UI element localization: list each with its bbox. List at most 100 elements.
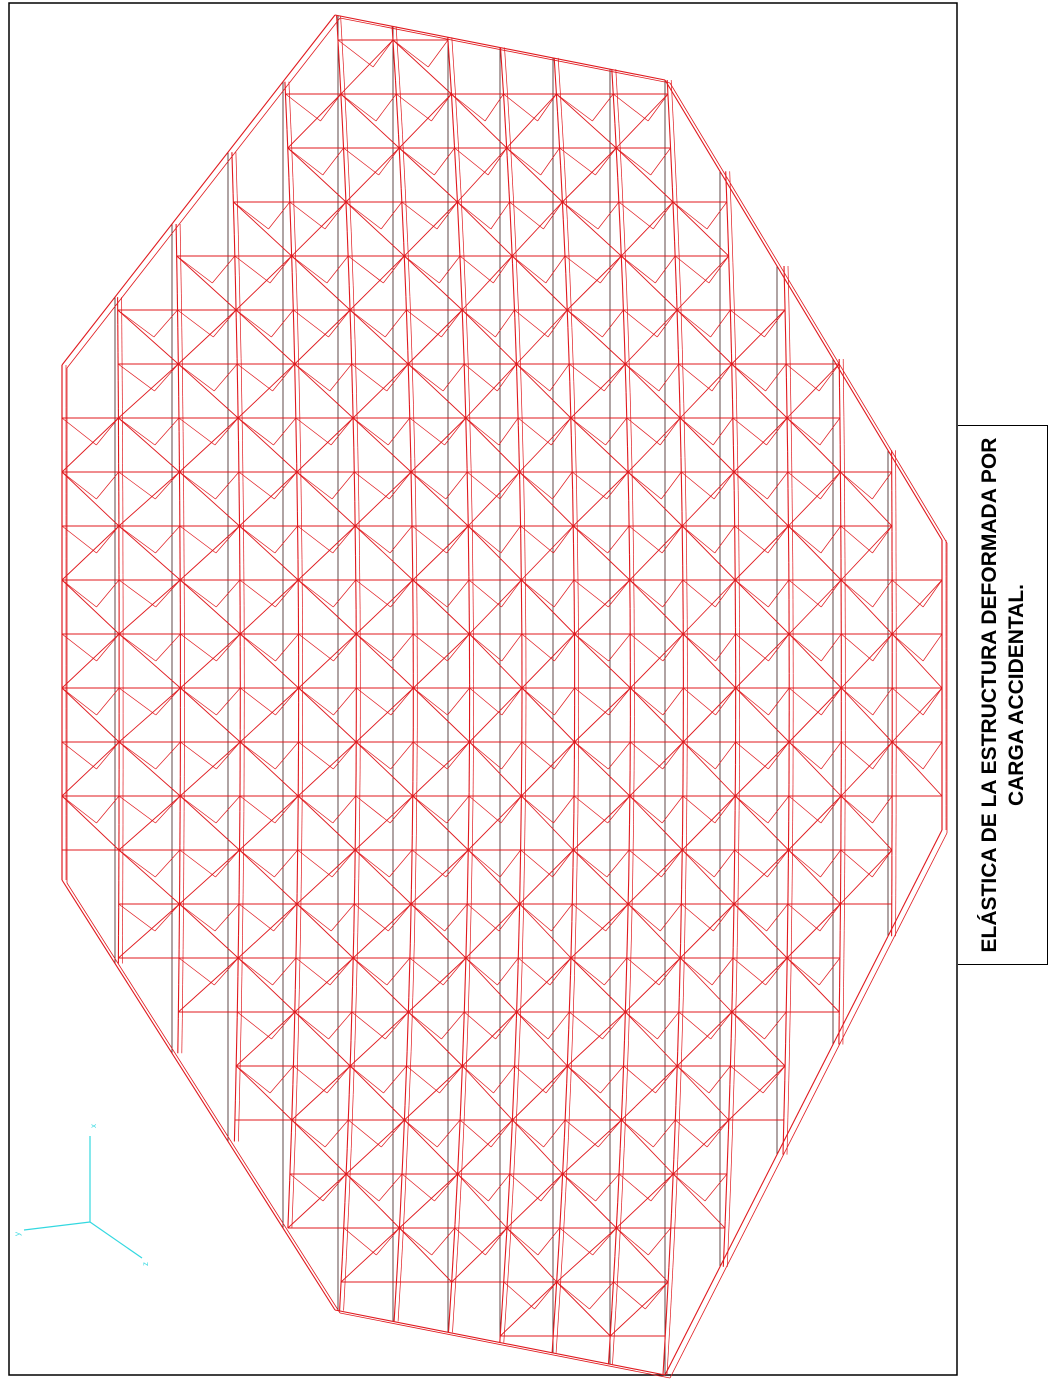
caption-line-1: ELÁSTICA DE LA ESTRUCTURA DEFORMADA POR — [978, 437, 1001, 953]
truss-diagonal — [499, 1281, 558, 1337]
truss-web — [767, 471, 789, 500]
truss-web — [237, 417, 274, 446]
deformed-chord-offset — [524, 802, 526, 857]
truss-web — [547, 1011, 570, 1040]
deformed-chord — [233, 234, 236, 276]
truss-diagonal — [891, 741, 943, 797]
truss-diagonal — [407, 363, 467, 419]
truss-web — [554, 633, 575, 662]
truss-diagonal — [61, 417, 119, 473]
deformed-chord — [625, 392, 629, 447]
truss-web — [355, 633, 392, 662]
truss-diagonal — [410, 849, 469, 905]
truss-diagonal — [239, 525, 299, 581]
truss-web — [348, 1119, 382, 1148]
deformed-chord-offset — [463, 253, 467, 308]
truss-web — [891, 687, 924, 716]
deformed-chord-offset — [415, 781, 418, 836]
truss-diagonal — [179, 579, 241, 635]
deformed-chord-offset — [298, 941, 301, 990]
deformed-chord — [287, 1180, 291, 1229]
deformed-chord-offset — [732, 1084, 735, 1130]
deformed-chord — [726, 1129, 730, 1176]
truss-web — [298, 687, 334, 716]
deformed-chord — [463, 954, 467, 1009]
truss-web — [841, 687, 874, 716]
deformed-chord — [408, 943, 411, 998]
truss-web — [820, 579, 842, 608]
truss-web — [61, 579, 97, 608]
outline-edge-inner — [339, 17, 671, 84]
deformed-chord-offset — [789, 969, 792, 1007]
truss-web — [214, 957, 239, 986]
truss-web — [521, 687, 555, 716]
truss-web — [788, 741, 822, 770]
deformed-chord-offset — [454, 91, 459, 146]
truss-web — [662, 741, 684, 770]
truss-web — [155, 849, 181, 878]
truss-web — [735, 633, 769, 662]
deformed-chord — [665, 1267, 670, 1322]
truss-web — [840, 849, 873, 878]
truss-diagonal — [297, 795, 356, 851]
truss-web — [399, 1227, 432, 1256]
truss-diagonal — [412, 579, 470, 635]
deformed-chord — [569, 381, 572, 436]
truss-web — [213, 363, 238, 392]
deformed-chord-offset — [412, 943, 415, 998]
deformed-chord-offset — [737, 445, 739, 491]
truss-web — [293, 309, 329, 338]
deformed-chord — [467, 792, 470, 847]
truss-diagonal — [233, 201, 293, 257]
truss-diagonal — [679, 957, 733, 1013]
truss-web — [713, 849, 735, 878]
truss-web — [61, 741, 97, 770]
truss-web — [650, 1173, 674, 1202]
truss-web — [269, 255, 292, 284]
truss-web — [404, 255, 440, 284]
deformed-chord-offset — [413, 889, 416, 944]
deformed-chord — [681, 835, 684, 890]
truss-web — [682, 633, 716, 662]
deformed-chord-offset — [628, 338, 631, 393]
truss-web — [179, 579, 217, 608]
deformed-chord — [563, 1083, 568, 1138]
truss-web — [436, 1119, 461, 1148]
deformed-chord — [511, 263, 516, 318]
truss-web — [788, 687, 822, 716]
truss-web — [461, 309, 496, 338]
truss-diagonal — [352, 903, 412, 959]
truss-web — [214, 417, 239, 446]
truss-web — [390, 687, 414, 716]
deformed-chord — [234, 275, 237, 318]
deformed-chord-offset — [293, 1132, 296, 1181]
truss-diagonal — [465, 363, 517, 419]
truss-web — [401, 1173, 435, 1202]
truss-web — [322, 1173, 347, 1202]
deformed-chord — [673, 1105, 677, 1160]
deformed-chord — [176, 258, 178, 294]
caption: ELÁSTICA DE LA ESTRUCTURA DEFORMADA POR … — [976, 435, 1030, 955]
truss-web — [96, 795, 120, 824]
deformed-chord-offset — [241, 935, 243, 977]
deformed-chord-offset — [790, 414, 792, 452]
truss-web — [61, 525, 97, 554]
truss-diagonal — [679, 417, 735, 473]
deformed-chord — [339, 69, 343, 124]
deformed-chord-offset — [523, 856, 525, 911]
truss-web — [153, 309, 178, 338]
axis-z-label: z — [141, 1262, 150, 1266]
deformed-chord-offset — [510, 155, 515, 210]
truss-diagonal — [298, 687, 357, 743]
deformed-chord — [679, 403, 682, 458]
deformed-chord — [461, 306, 465, 362]
truss-web — [679, 417, 714, 446]
truss-diagonal — [627, 471, 683, 527]
deformed-chord — [785, 377, 788, 415]
truss-web — [297, 579, 334, 608]
truss-diagonal — [451, 1227, 508, 1283]
axis-y-line — [23, 1221, 91, 1231]
deformed-chord — [511, 1072, 515, 1127]
truss-diagonal — [398, 93, 452, 149]
truss-diagonal — [296, 417, 354, 473]
